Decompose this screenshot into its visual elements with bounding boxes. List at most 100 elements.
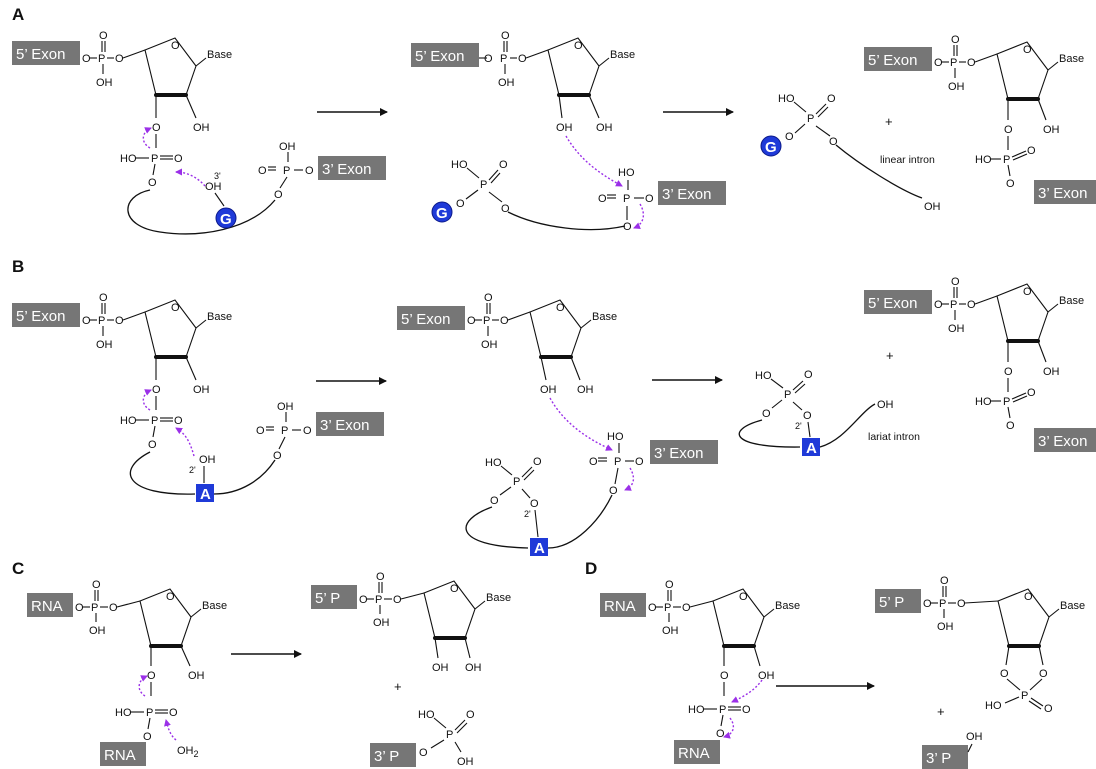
exon5-label: 5’ Exon xyxy=(868,52,917,69)
panel-d: RNA O P O OH O O Base OH O HO P O xyxy=(600,575,1085,769)
g-nucleotide-icon xyxy=(760,135,782,157)
atom-o: O xyxy=(466,709,475,721)
exon3-box xyxy=(650,440,718,464)
plus-sign: + xyxy=(886,348,894,363)
exon5-box xyxy=(397,306,465,330)
atom-p: P xyxy=(664,602,671,614)
atom-o: O xyxy=(359,594,368,606)
panel-label-a: A xyxy=(12,5,24,24)
atom-p: P xyxy=(375,594,382,606)
atom-p: P xyxy=(283,165,290,177)
atom-o: O xyxy=(500,315,509,327)
atom-o: O xyxy=(484,53,493,65)
ring-o: O xyxy=(556,302,565,314)
rna-box xyxy=(674,740,720,764)
atom-p: P xyxy=(151,153,158,165)
atom-o: O xyxy=(785,131,794,143)
two-prime-label: 2' xyxy=(189,465,196,475)
ring-o: O xyxy=(739,591,748,603)
atom-o: O xyxy=(393,594,402,606)
exon3-box xyxy=(1034,180,1096,204)
p5-label: 5’ P xyxy=(879,594,904,611)
plus-sign: + xyxy=(937,704,945,719)
atom-oh: OH xyxy=(498,77,515,89)
atom-o: O xyxy=(967,299,976,311)
atom-o: O xyxy=(829,136,838,148)
atom-ho: HO xyxy=(975,396,992,408)
atom-o: O xyxy=(152,384,161,396)
atom-ho: HO xyxy=(688,704,705,716)
atom-oh: OH xyxy=(948,81,965,93)
atom-o: O xyxy=(1006,420,1015,432)
atom-o: O xyxy=(957,598,966,610)
atom-o: O xyxy=(258,165,267,177)
exon5-box xyxy=(411,43,479,67)
exon3-label: 3’ Exon xyxy=(322,161,371,178)
rna-box xyxy=(600,593,646,617)
exon3-label: 3’ Exon xyxy=(654,445,703,462)
atom-oh: OH xyxy=(432,662,449,674)
atom-oh: OH xyxy=(877,399,894,411)
panel-b-stage3: HO P O O O 2' A OH lariat intron + 5’ Ex… xyxy=(738,276,1096,457)
atom-o: O xyxy=(762,408,771,420)
atom-oh: OH xyxy=(662,625,679,637)
atom-p: P xyxy=(950,299,957,311)
atom-oh: OH xyxy=(577,384,594,396)
atom-o: O xyxy=(623,221,632,233)
g-nucleotide-icon xyxy=(215,207,237,229)
a-nucleotide-icon xyxy=(802,438,820,456)
base-label: Base xyxy=(1059,295,1084,307)
atom-o: O xyxy=(648,602,657,614)
panel-b-stage1: 5’ Exon O P O OH O O Base OH O HO P O xyxy=(12,292,384,503)
exon5-label: 5’ Exon xyxy=(16,308,65,325)
rna-label: RNA xyxy=(604,598,636,615)
atom-o: O xyxy=(92,579,101,591)
atom-o: O xyxy=(1027,387,1036,399)
atom-ho: HO xyxy=(778,93,795,105)
two-prime-label: 2' xyxy=(795,421,802,431)
atom-oh: OH xyxy=(540,384,557,396)
exon5-label: 5’ Exon xyxy=(868,295,917,312)
atom-p: P xyxy=(281,425,288,437)
atom-ho: HO xyxy=(120,153,137,165)
atom-o: O xyxy=(665,579,674,591)
lariat-intron-caption: lariat intron xyxy=(868,431,920,443)
ring-o: O xyxy=(1023,44,1032,56)
atom-oh: OH xyxy=(205,181,222,193)
a-nucleotide-icon xyxy=(530,538,548,556)
panel-label-c: C xyxy=(12,559,24,578)
atom-o: O xyxy=(484,292,493,304)
p3-box xyxy=(922,745,968,769)
atom-o: O xyxy=(82,315,91,327)
atom-oh: OH xyxy=(188,670,205,682)
exon3-label: 3’ Exon xyxy=(320,417,369,434)
atom-ho: HO xyxy=(418,709,435,721)
atom-o: O xyxy=(598,193,607,205)
atom-oh: OH xyxy=(966,731,983,743)
plus-sign: + xyxy=(885,114,893,129)
atom-p: P xyxy=(1003,154,1010,166)
atom-o: O xyxy=(456,198,465,210)
base-label: Base xyxy=(1060,600,1085,612)
atom-o: O xyxy=(804,369,813,381)
exon5-box xyxy=(12,303,80,327)
plus-sign: + xyxy=(394,679,402,694)
atom-o: O xyxy=(951,34,960,46)
g-label: G xyxy=(765,139,777,156)
atom-o: O xyxy=(99,292,108,304)
atom-p: P xyxy=(151,415,158,427)
g-nucleotide-icon xyxy=(431,201,453,223)
atom-oh: OH xyxy=(937,621,954,633)
atom-p: P xyxy=(614,456,621,468)
p3-label: 3’ P xyxy=(926,750,951,767)
exon5-box xyxy=(864,290,932,314)
exon3-label: 3’ Exon xyxy=(1038,433,1087,450)
atom-o: O xyxy=(174,153,183,165)
atom-o: O xyxy=(490,495,499,507)
linear-intron-caption: linear intron xyxy=(880,154,935,166)
atom-o: O xyxy=(99,30,108,42)
atom-p: P xyxy=(146,707,153,719)
atom-oh: OH xyxy=(596,122,613,134)
atom-oh: OH xyxy=(465,662,482,674)
atom-p: P xyxy=(446,729,453,741)
